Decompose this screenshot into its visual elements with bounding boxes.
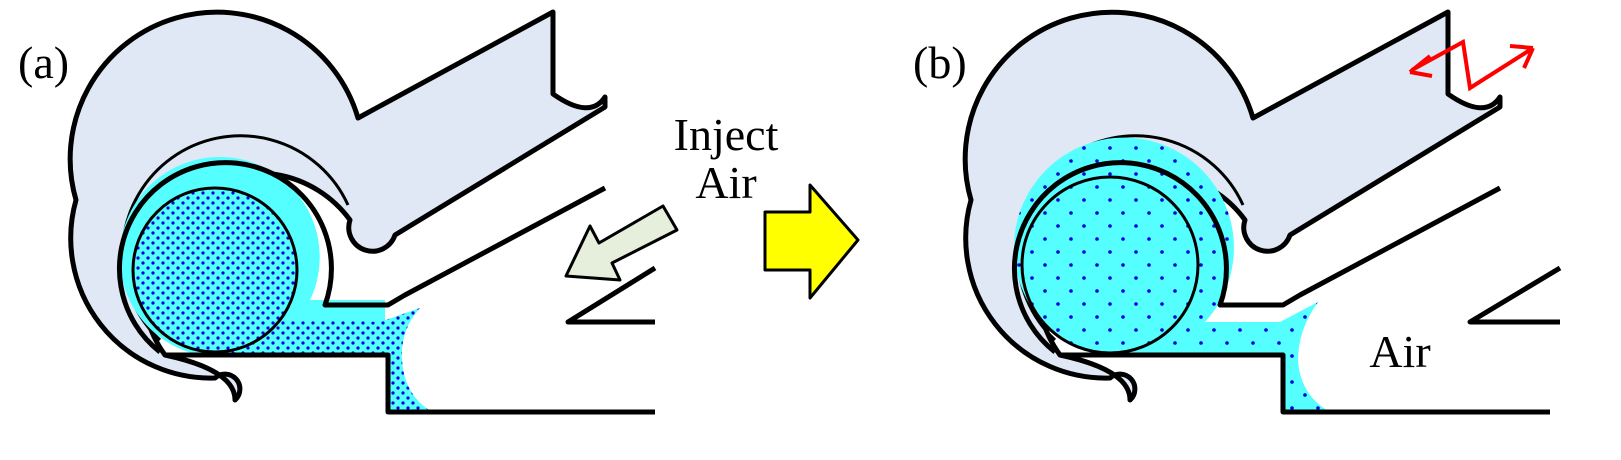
vibration-arrow-icon	[1408, 38, 1535, 92]
inject-label-line2: Air	[695, 157, 756, 208]
socket-outline-a	[116, 160, 607, 354]
panel-label-a: (a)	[18, 37, 69, 88]
inject-label-line1: Inject	[674, 109, 779, 160]
transition-arrow-icon	[763, 183, 860, 300]
panel-label-b: (b)	[913, 37, 967, 88]
inject-arrow-icon	[564, 204, 679, 282]
channel-floor-b	[1060, 352, 1550, 415]
nozzle-wedge-a	[565, 265, 657, 325]
air-label: Air	[1369, 326, 1430, 377]
panel-b: (b) Air	[913, 9, 1562, 415]
panel-a: (a)	[18, 9, 679, 415]
ball-a	[131, 186, 299, 354]
ball-b	[1020, 175, 1200, 355]
nozzle-wedge-b	[1467, 265, 1562, 325]
socket-outline-b	[1011, 160, 1502, 354]
channel-floor-a	[165, 352, 655, 415]
